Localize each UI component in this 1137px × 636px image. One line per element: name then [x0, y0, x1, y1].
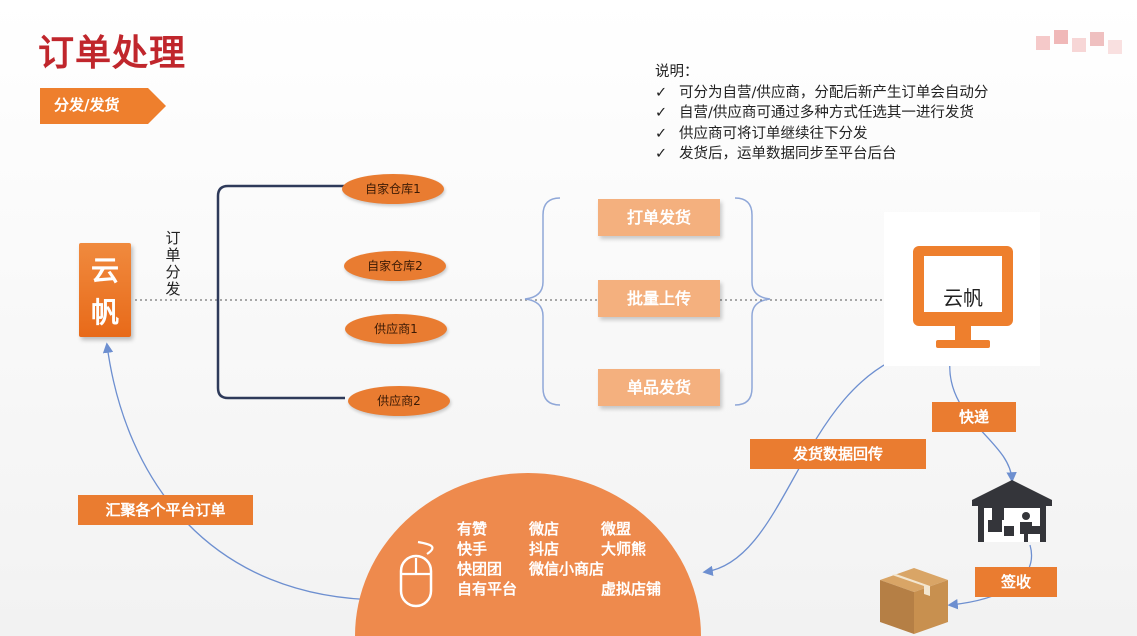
dispatch-bracket: [216, 184, 345, 400]
note-item: ✓供应商可将订单继续往下分发: [655, 124, 988, 145]
yunfan-char-1: 云: [90, 254, 119, 287]
dispatch-target-supplier-1: 供应商1: [345, 314, 447, 344]
ship-data-return-label: 发货数据回传: [750, 439, 926, 469]
warehouse-icon: [972, 480, 1052, 542]
mouse-icon: [399, 540, 434, 608]
monitor-icon: [913, 246, 1013, 348]
platform-wechat-mini-shop: 微信小商店: [529, 560, 605, 578]
platform-weidian: 微店: [529, 520, 560, 538]
check-icon: ✓: [655, 105, 668, 121]
yunfan-node: 云 帆: [79, 243, 131, 337]
monitor-label: 云帆: [943, 286, 983, 310]
yunfan-char-2: 帆: [90, 296, 119, 329]
notes-heading: 说明：: [655, 64, 699, 80]
left-curly-brace: [524, 197, 561, 406]
platform-kuaituantuan: 快团团: [457, 560, 503, 578]
note-item: ✓发货后，运单数据同步至平台后台: [655, 144, 988, 165]
aggregate-orders-label: 汇聚各个平台订单: [78, 495, 253, 525]
blurred-logo: [1036, 28, 1128, 58]
order-dispatch-label: 订 单 分 发: [165, 229, 181, 298]
monitor-node: 云帆: [884, 212, 1040, 366]
dispatch-target-warehouse-1: 自家仓库1: [342, 174, 444, 204]
platform-own: 自有平台: [457, 580, 518, 598]
platform-youzan: 有赞: [457, 520, 488, 538]
check-icon: ✓: [655, 146, 668, 162]
section-tag-label: 分发/发货: [54, 96, 120, 114]
dispatch-target-warehouse-2: 自家仓库2: [344, 251, 446, 281]
ship-method-print: 打单发货: [598, 199, 720, 236]
sign-label: 签收: [975, 567, 1057, 597]
ship-method-single: 单品发货: [598, 369, 720, 406]
platform-douyin-shop: 抖店: [529, 540, 560, 558]
note-item: ✓可分为自营/供应商，分配后新产生订单会自动分: [655, 83, 988, 104]
check-icon: ✓: [655, 125, 668, 142]
ship-method-batch: 批量上传: [598, 280, 720, 317]
notes-panel: 说明： ✓可分为自营/供应商，分配后新产生订单会自动分 ✓自营/供应商可通过多种…: [655, 62, 988, 165]
aggregate-arrow: [102, 342, 386, 601]
platform-virtual-shop: 虚拟店铺: [601, 580, 662, 598]
express-label: 快递: [932, 402, 1016, 432]
platforms-semicircle: [355, 473, 701, 636]
dispatch-target-supplier-2: 供应商2: [348, 386, 450, 416]
platform-dashixiong: 大师熊: [601, 540, 647, 558]
platform-kuaishou: 快手: [457, 540, 488, 558]
package-box-icon: [880, 568, 948, 634]
platform-weimob: 微盟: [601, 520, 632, 538]
page-title: 订单处理: [38, 33, 187, 74]
right-curly-brace: [734, 197, 771, 406]
section-tag: 分发/发货: [40, 88, 166, 124]
note-item: ✓自营/供应商可通过多种方式任选其一进行发货: [655, 103, 988, 124]
check-icon: ✓: [655, 84, 668, 101]
